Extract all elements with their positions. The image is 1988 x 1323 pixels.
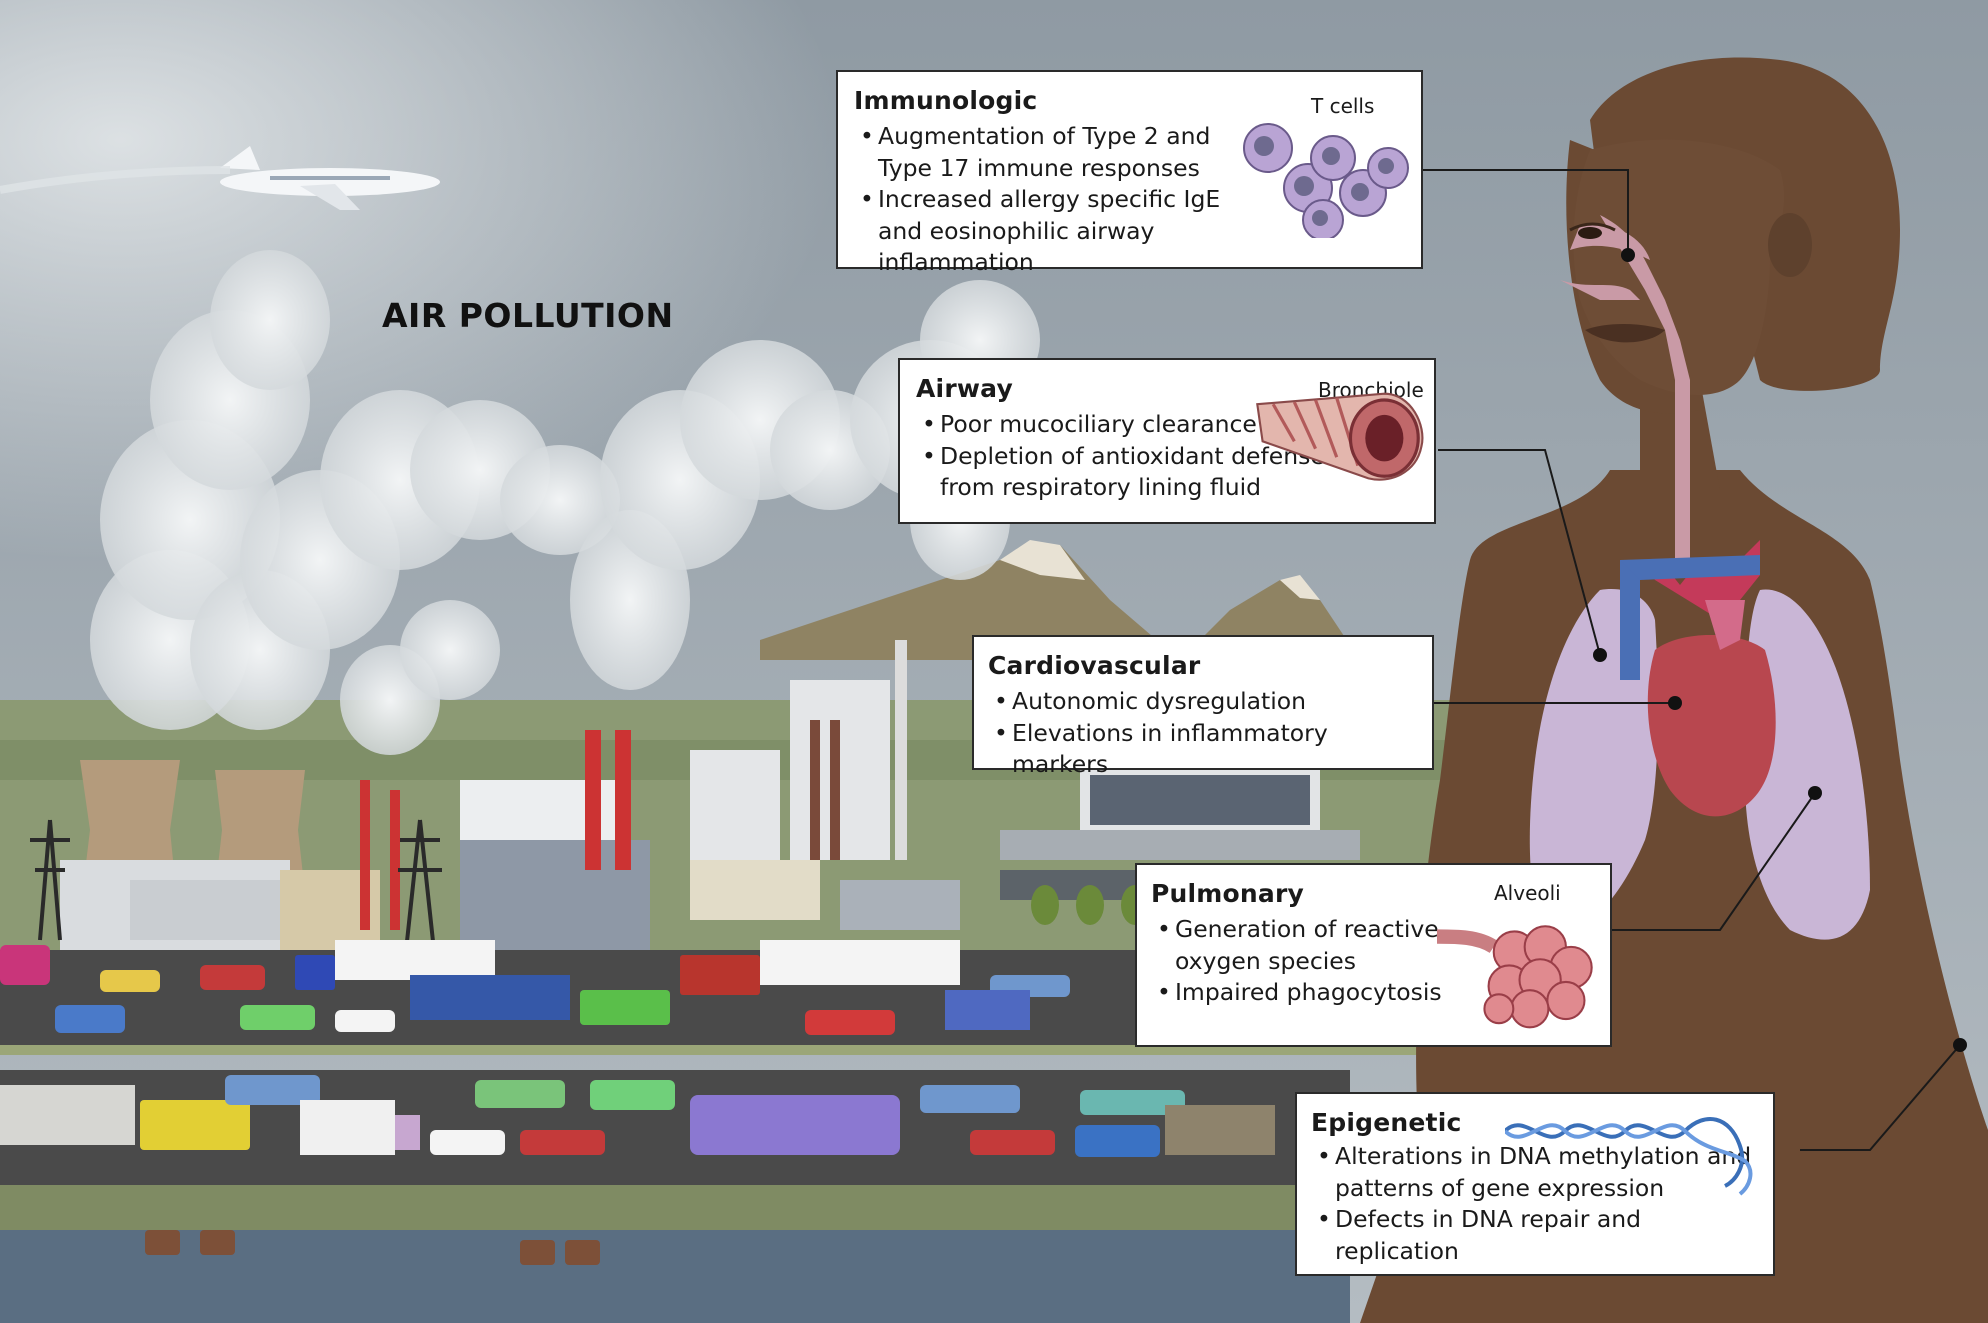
- connector-dots: [1593, 248, 1967, 1052]
- alveoli-icon: [1437, 925, 1593, 1029]
- epigenetic-panel: Epigenetic Alterations in DNA methylatio…: [1295, 1092, 1775, 1276]
- airway-panel: Airway Poor mucociliary clearance Deplet…: [898, 358, 1436, 524]
- trees: [1031, 885, 1149, 925]
- airway-list: Poor mucociliary clearance Depletion of …: [916, 409, 1356, 504]
- pulmonary-panel: Pulmonary Generation of reactive oxygen …: [1135, 863, 1612, 1047]
- vehicles: [0, 940, 1275, 1157]
- airway-item: Depletion of antioxidant defense from re…: [916, 441, 1356, 504]
- immunologic-heading: Immunologic: [854, 86, 1038, 115]
- alveoli-label: Alveoli: [1494, 881, 1561, 905]
- tcells-label: T cells: [1311, 94, 1375, 118]
- cardiovascular-panel: Cardiovascular Autonomic dysregulation E…: [972, 635, 1434, 778]
- epigenetic-heading: Epigenetic: [1311, 1108, 1462, 1137]
- cardiovascular-item: Elevations in inflammatory markers: [988, 718, 1416, 781]
- tcells-icon: [1243, 123, 1409, 238]
- drain-pipes: [145, 1230, 600, 1265]
- pulmonary-item: Impaired phagocytosis: [1151, 977, 1451, 1009]
- cardiovascular-list: Autonomic dysregulation Elevations in in…: [988, 686, 1416, 781]
- immunologic-list: Augmentation of Type 2 and Type 17 immun…: [854, 121, 1224, 279]
- epigenetic-list: Alterations in DNA methylation and patte…: [1311, 1141, 1757, 1267]
- cardiovascular-item: Autonomic dysregulation: [988, 686, 1416, 718]
- epigenetic-item: Alterations in DNA methylation and patte…: [1311, 1141, 1757, 1204]
- pulmonary-list: Generation of reactive oxygen species Im…: [1151, 914, 1451, 1009]
- cardiovascular-heading: Cardiovascular: [988, 651, 1201, 680]
- immunologic-panel: Immunologic Augmentation of Type 2 and T…: [836, 70, 1423, 276]
- airway-path: [1600, 215, 1690, 560]
- factories: [60, 640, 1360, 950]
- airway-heading: Airway: [916, 374, 1013, 403]
- pulmonary-heading: Pulmonary: [1151, 879, 1305, 908]
- dna-helix-icon: [1505, 1117, 1753, 1196]
- bronchiole-icon: [1256, 392, 1424, 481]
- immunologic-item: Augmentation of Type 2 and Type 17 immun…: [854, 121, 1224, 184]
- connector-lines: [1420, 169, 1961, 1151]
- heart: [1647, 635, 1776, 817]
- airway-item: Poor mucociliary clearance: [916, 409, 1356, 441]
- vena-cava: [1620, 560, 1640, 680]
- right-lung: [1745, 589, 1870, 940]
- epigenetic-item: Defects in DNA repair and replication: [1311, 1204, 1757, 1267]
- chart-title: AIR POLLUTION: [382, 296, 674, 335]
- power-pylons: [30, 819, 442, 961]
- immunologic-item: Increased allergy specific IgE and eosin…: [854, 184, 1224, 279]
- airplane: [220, 146, 440, 210]
- pulmonary-item: Generation of reactive oxygen species: [1151, 914, 1451, 977]
